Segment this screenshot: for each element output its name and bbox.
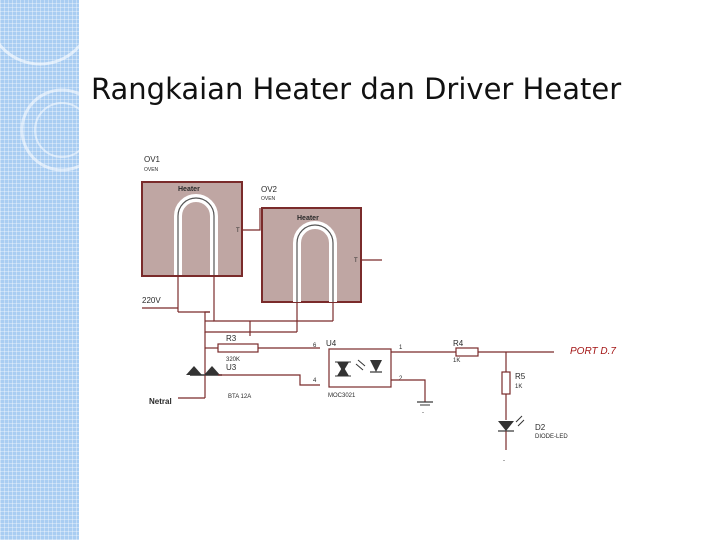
r4-value: 1K: [453, 358, 460, 364]
u4-ref: U4: [326, 339, 337, 348]
triac-u3: U3 BTA 12A Netral: [149, 363, 320, 406]
heater-driver-schematic: OV1 OVEN Heater T OV2 OVEN Heater T 220V: [141, 155, 616, 464]
r4-ref: R4: [453, 339, 464, 348]
ground-mark: -: [422, 410, 424, 416]
r5-value: 1K: [515, 384, 522, 390]
oven-ov1: OV1 OVEN Heater T: [141, 155, 243, 312]
d2-ref: D2: [535, 423, 546, 432]
ov1-pin-t: T: [236, 228, 240, 234]
ov2-type: OVEN: [261, 196, 276, 202]
decorative-circles: [0, 0, 104, 172]
ov1-type: OVEN: [144, 167, 159, 173]
resistor-r5: R5 1K: [501, 352, 526, 420]
led-d2: D2 DIODE-LED -: [498, 415, 568, 464]
ov1-heater-label: Heater: [178, 186, 200, 193]
resistor-r3: R3 320K: [205, 334, 320, 363]
resistor-r4: R4 1K: [453, 339, 554, 364]
u4-part: MOC3021: [328, 393, 356, 399]
ov2-pin-t: T: [354, 258, 358, 264]
u3-part: BTA 12A: [228, 394, 251, 400]
neutral-label: Netral: [149, 397, 172, 406]
port-label: PORT D.7: [570, 346, 616, 357]
oven-ov2: OV2 OVEN Heater T: [261, 185, 382, 332]
u4-pin-2: 2: [399, 376, 403, 382]
ov1-ref: OV1: [144, 155, 161, 164]
u4-pin-6: 6: [313, 343, 317, 349]
u4-pin-4: 4: [313, 378, 317, 384]
supply-wiring: 220V: [142, 208, 333, 374]
ov2-heater-label: Heater: [297, 215, 319, 222]
supply-label: 220V: [142, 296, 161, 305]
d2-bottom-mark: -: [503, 458, 505, 464]
d2-part: DIODE-LED: [535, 434, 568, 440]
r5-ref: R5: [515, 372, 526, 381]
ov2-ref: OV2: [261, 185, 278, 194]
optocoupler-u4: U4 6 4 1 2 MOC3021 -: [313, 339, 456, 416]
r3-ref: R3: [226, 334, 237, 343]
slide-title: Rangkaian Heater dan Driver Heater: [91, 72, 622, 106]
u4-pin-1: 1: [399, 345, 403, 351]
u3-ref: U3: [226, 363, 237, 372]
r3-value: 320K: [226, 357, 240, 363]
